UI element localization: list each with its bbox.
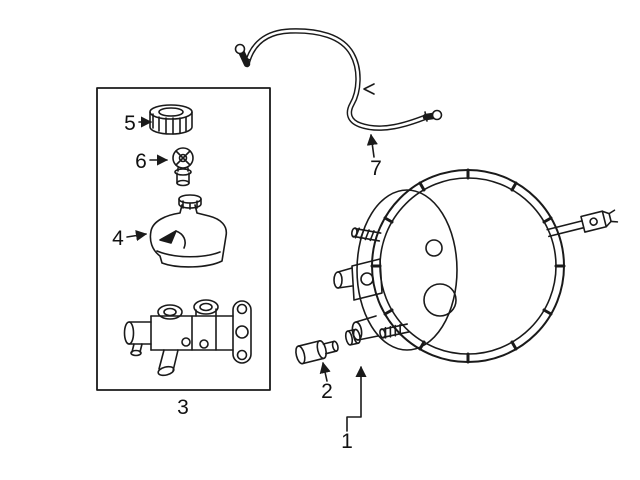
callout-5: 5 [124, 112, 136, 135]
callout-1-leader [346, 365, 367, 432]
callout-2: 2 [321, 380, 333, 403]
vacuum-hose-part [234, 28, 443, 131]
callout-6: 6 [135, 150, 147, 173]
callout-4: 4 [112, 227, 124, 250]
brake-fluid-reservoir-part [149, 194, 228, 268]
mounting-stud-upper [351, 227, 382, 242]
fluid-level-sensor-part [172, 147, 194, 187]
callout-7-leader [366, 133, 378, 158]
check-valve-part [295, 339, 339, 365]
callout-4-leader [126, 230, 148, 242]
master-cylinder-part [123, 299, 252, 377]
callout-3: 3 [177, 396, 189, 419]
inset-box [96, 87, 271, 391]
valve-grommet [344, 328, 361, 346]
reservoir-cap-part [149, 104, 193, 135]
mounting-stud-lower [379, 323, 410, 339]
vacuum-brake-booster-part [333, 168, 619, 364]
callout-1: 1 [341, 430, 353, 453]
push-rod [546, 209, 619, 238]
callout-7: 7 [370, 157, 382, 180]
callout-2-leader [319, 361, 331, 382]
